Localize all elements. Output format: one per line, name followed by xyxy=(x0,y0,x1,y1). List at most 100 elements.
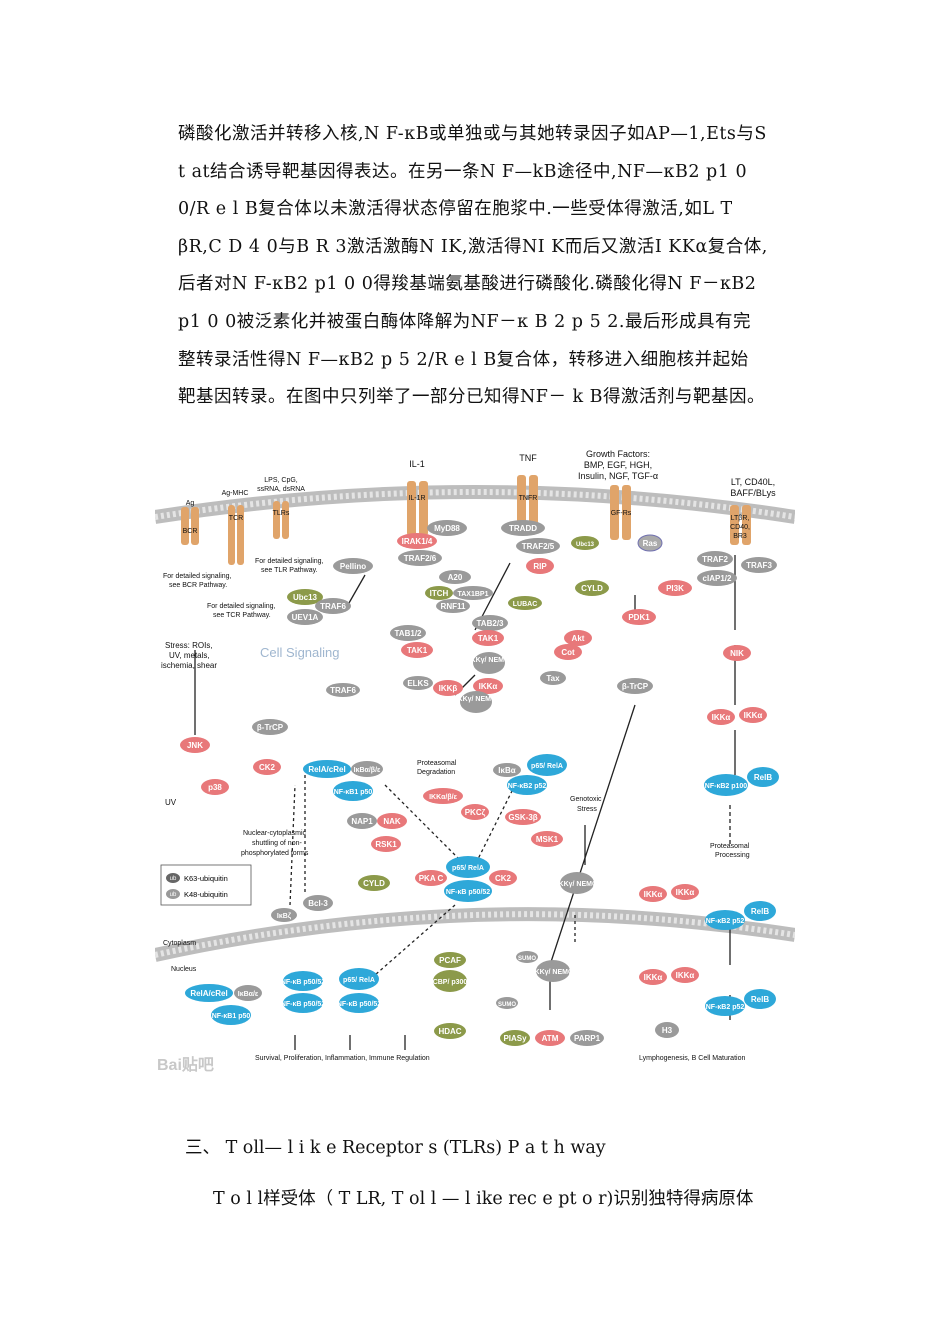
node-myd88: MyD88 xyxy=(434,524,460,533)
node-btrcp2: β-TrCP xyxy=(622,682,649,691)
node-akt: Akt xyxy=(572,634,585,643)
baidu-watermark: Bai贴吧 xyxy=(157,1055,214,1074)
proteasomal-line2: Degradation xyxy=(417,769,455,776)
ltbr-line2: CD40, xyxy=(730,524,750,531)
nuclear-line2: shuttling of non- xyxy=(252,840,302,847)
node-tradd: TRADD xyxy=(509,524,537,533)
node-msk1: MSK1 xyxy=(536,835,559,844)
lt-line1: LT, CD40L, xyxy=(731,477,775,487)
cytoplasm-label: Cytoplasm xyxy=(163,940,196,947)
il1-label: IL-1 xyxy=(409,459,425,469)
tcr-label: TCR xyxy=(229,515,243,522)
tlr-note-2: see TLR Pathway. xyxy=(261,567,318,574)
node-p38: p38 xyxy=(208,783,222,792)
paragraph-line: p1 0 0被泛素化并被蛋白酶体降解为NF－κ B 2 p 5 2.最后形成具有… xyxy=(178,311,751,332)
node-nfkb2p100: NF-κB2 p100 xyxy=(705,783,748,790)
processing-line1: Proteasomal xyxy=(710,843,750,850)
node-nfkb2p52b: NF-κB2 p52 xyxy=(706,1004,745,1011)
node-tax1bp1: TAX1BP1 xyxy=(458,591,489,598)
receptor-labels: BCR TCR TLRs IL-1R TNFR GF-Rs LTβR, CD40… xyxy=(183,495,750,540)
node-ikka-e: IKKα xyxy=(644,973,663,982)
node-tak1b: TAK1 xyxy=(478,634,499,643)
node-ikka-d: IKKα xyxy=(676,888,695,897)
node-p65center: p65/ RelA xyxy=(452,865,484,872)
receptors xyxy=(181,475,751,565)
top-labels: IL-1 TNF Growth Factors: BMP, EGF, HGH, … xyxy=(186,449,776,507)
node-atm: ATM xyxy=(542,1034,559,1043)
nucleus-label: Nucleus xyxy=(171,966,197,973)
node-nfkb2p52: NF-κB2 p52 xyxy=(706,918,745,925)
node-elks: ELKS xyxy=(407,679,429,688)
node-hdac: HDAC xyxy=(438,1027,461,1036)
ltbr-line1: LTβR, xyxy=(731,515,750,522)
node-uev1a: UEV1A xyxy=(292,613,319,622)
node-ikkabe: IKKα/β/ε xyxy=(429,794,458,801)
stress-line1: Stress: ROIs, xyxy=(165,641,213,650)
node-jnk: JNK xyxy=(187,741,203,750)
node-pkcz: PKCζ xyxy=(465,808,486,817)
paragraph-line: t at结合诱导靶基因得表达。在另一条N F—kB途径中,NF—κB2 p1 0 xyxy=(178,161,748,182)
node-itch: ITCH xyxy=(430,589,449,598)
tnf-label: TNF xyxy=(519,453,537,463)
genotoxic-line2: Stress xyxy=(577,806,597,813)
legend-ub-2: ub xyxy=(170,892,177,898)
paragraph-line: 0/R e l B复合体以未激活得状态停留在胞浆中.一些受体得激活,如L T xyxy=(178,199,733,220)
node-nak: NAK xyxy=(383,817,401,826)
section-heading: 三、 T oll— l i k e Receptor s (TLRs) P a … xyxy=(185,1138,606,1158)
node-traf2: TRAF2 xyxy=(702,555,728,564)
node-pi3k: PI3K xyxy=(666,584,684,593)
lps-line1: LPS, CpG, xyxy=(264,477,298,484)
node-pkac: PKA C xyxy=(419,874,444,883)
node-ikkg-n: IKKγ/ NEMO xyxy=(533,969,574,976)
node-btrcp1: β-TrCP xyxy=(257,723,284,732)
node-ras: Ras xyxy=(643,539,658,548)
nfkb-pathway-figure: IL-1 TNF Growth Factors: BMP, EGF, HGH, … xyxy=(153,445,797,1075)
nuclear-line1: Nuclear-cytoplasmic xyxy=(243,830,307,837)
node-cyld2: CYLD xyxy=(363,879,385,888)
lt-line2: BAFF/BLys xyxy=(730,488,776,498)
node-pias: PIASy xyxy=(503,1034,527,1043)
paragraph-start: T o l l样受体（ T LR, T ol l — l ike rec e p… xyxy=(213,1189,754,1209)
node-nap1: NAP1 xyxy=(351,817,373,826)
node-ikkgnemo3: IKKγ/ NEMO xyxy=(557,881,598,888)
outcome-right: Lymphogenesis, B Cell Maturation xyxy=(639,1055,745,1062)
nuclear-membrane xyxy=(153,907,797,962)
node-ikkg2: IKKγ/ NEMO xyxy=(456,696,497,703)
ltbr-line3: BR3 xyxy=(733,533,747,540)
paragraph-line: 后者对N F-κB2 p1 0 0得羧基端氨基酸进行磷酸化.磷酸化得N F－κB… xyxy=(178,274,757,295)
node-ikka: IKKα xyxy=(479,682,498,691)
node-pdk1: PDK1 xyxy=(628,613,650,622)
node-cbp: CBP/ p300 xyxy=(433,979,468,986)
node-cot: Cot xyxy=(561,648,575,657)
node-ikbn: IκBα/ε xyxy=(238,991,259,998)
node-tax: Tax xyxy=(546,674,560,683)
proteasomal-line1: Proteasomal xyxy=(417,760,457,767)
body-paragraph: 磷酸化激活并转移入核,N F-κB或单独或与其她转录因子如AP—1,Ets与S … xyxy=(178,116,810,417)
tlr-note-1: For detailed signaling, xyxy=(255,558,324,565)
outcome-left: Survival, Proliferation, Inflammation, I… xyxy=(255,1055,430,1062)
processing-line2: Processing xyxy=(715,852,750,859)
paragraph-line: 靶基因转录。在图中只列举了一部分已知得NF－ k B得激活剂与靶基因。 xyxy=(178,387,766,408)
node-rip: RIP xyxy=(533,562,547,571)
node-ikka-c: IKKα xyxy=(644,890,663,899)
node-irak: IRAK1/4 xyxy=(402,537,433,546)
node-lubac: LUBAC xyxy=(513,601,538,608)
node-p65rela: p65/ RelA xyxy=(531,763,563,770)
nuclear-line3: phosphorylated forms xyxy=(241,850,309,857)
paragraph-line: 磷酸化激活并转移入核,N F-κB或单独或与其她转录因子如AP—1,Ets与S xyxy=(178,124,767,144)
node-ikb2: IκBα xyxy=(498,766,515,775)
node-ikbab: IκBα/β/ε xyxy=(354,767,381,774)
node-ikkb: IKKβ xyxy=(439,684,458,693)
il1r-label: IL-1R xyxy=(408,495,425,502)
node-pellino: Pellino xyxy=(340,562,366,571)
node-nfkbn3: NF-κB p50/52 xyxy=(337,1001,381,1008)
node-traf6b: TRAF6 xyxy=(330,686,356,695)
pathway-nodes: IRAK1/4 MyD88 TRAF2/6 Pellino Ubc13 UEV1… xyxy=(180,520,779,1046)
bcr-note-1: For detailed signaling, xyxy=(163,573,232,580)
note-labels: For detailed signaling, see BCR Pathway.… xyxy=(157,558,750,1074)
node-parp1: PARP1 xyxy=(574,1034,601,1043)
node-nik: NIK xyxy=(730,649,744,658)
paragraph-line: 整转录活性得N F—κB2 p 5 2/R e l B复合体，转移进入细胞核并起… xyxy=(178,349,749,370)
node-tab12: TAB1/2 xyxy=(395,629,423,638)
ag-label: Ag xyxy=(186,500,195,507)
